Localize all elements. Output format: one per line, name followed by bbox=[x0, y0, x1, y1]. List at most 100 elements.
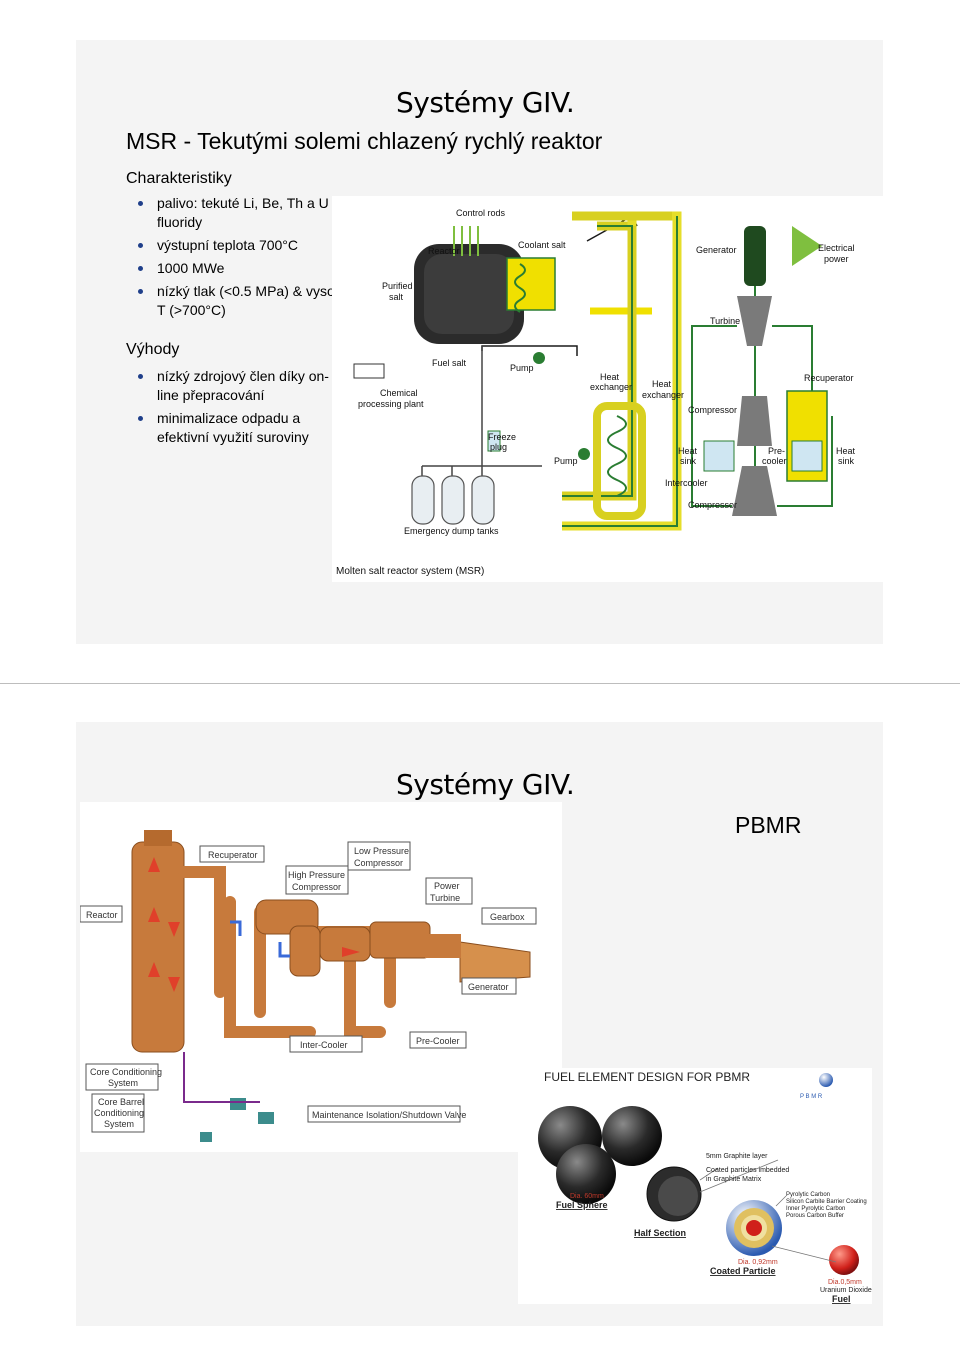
label-heat-sink-right-a: Heat bbox=[836, 446, 856, 456]
label-control-rods: Control rods bbox=[456, 208, 506, 218]
label-reactor: Reactor bbox=[86, 910, 118, 920]
advantages-list: nízký zdrojový člen díky on-line přeprac… bbox=[126, 367, 336, 451]
label-compressor: Compressor bbox=[354, 858, 403, 868]
list-item: minimalizace odpadu a efektivní využití … bbox=[126, 409, 336, 447]
slide1-subtitle: MSR - Tekutými solemi chlazený rychlý re… bbox=[126, 128, 603, 154]
slide2-subtitle: PBMR bbox=[735, 812, 802, 838]
label-heat-exchanger-2b: exchanger bbox=[642, 390, 684, 400]
label-fuel: Fuel bbox=[832, 1294, 851, 1304]
label-freeze: Freeze bbox=[488, 432, 516, 442]
label-coated-particles-2: in Graphite Matrix bbox=[706, 1176, 762, 1183]
label-pump-bottom: Pump bbox=[554, 456, 578, 466]
label-system-2: System bbox=[104, 1119, 134, 1129]
label-generator: Generator bbox=[696, 245, 737, 255]
label-heat-exchanger-1b: exchanger bbox=[590, 382, 632, 392]
label-dia-60: Dia. 60mm bbox=[570, 1193, 604, 1200]
label-recuperator: Recuperator bbox=[208, 850, 258, 860]
label-reactor: Reactor bbox=[428, 246, 460, 256]
emergency-tanks bbox=[411, 475, 495, 525]
label-heat-sink-left-b: sink bbox=[680, 456, 697, 466]
label-heat-sink-right-b: sink bbox=[838, 456, 855, 466]
fuel-element-svg: FUEL ELEMENT DESIGN FOR PBMR P B M R bbox=[538, 1070, 872, 1304]
label-heat-sink-left-a: Heat bbox=[678, 446, 698, 456]
characteristics-heading: Charakteristiky bbox=[126, 170, 232, 187]
label-chemical: Chemical bbox=[380, 388, 418, 398]
label-pump-top: Pump bbox=[510, 363, 534, 373]
label-high-pressure: High Pressure bbox=[288, 870, 345, 880]
label-salt: salt bbox=[389, 292, 404, 302]
compressor-body bbox=[732, 466, 777, 516]
pump-icon bbox=[533, 352, 545, 364]
label-silicon-carbide: Silicon Carbite Barrier Coating bbox=[786, 1199, 867, 1205]
label-processing-plant: processing plant bbox=[358, 399, 424, 409]
msr-system-diagram: Control rods Reactor Coolant salt Genera… bbox=[332, 196, 883, 582]
label-plug: plug bbox=[490, 442, 507, 452]
label-coated-particles-1: Coated particles imbedded bbox=[706, 1167, 789, 1174]
reactor-column bbox=[131, 841, 185, 1053]
fuel-sphere-icon bbox=[602, 1106, 662, 1166]
list-item: 1000 MWe bbox=[126, 259, 356, 278]
label-compressor-2: Compressor bbox=[292, 882, 341, 892]
label-fuel-sphere: Fuel Sphere bbox=[556, 1200, 608, 1210]
label-heat-exchanger-1a: Heat bbox=[600, 372, 620, 382]
power-turbine-body bbox=[369, 921, 431, 959]
label-core-barrel: Core Barrel bbox=[98, 1097, 144, 1107]
label-dia-092: Dia. 0,92mm bbox=[738, 1259, 778, 1266]
label-maintenance-valve: Maintenance Isolation/Shutdown Valve bbox=[312, 1110, 466, 1120]
fuel-header: FUEL ELEMENT DESIGN FOR PBMR bbox=[544, 1070, 750, 1084]
label-compressor-bottom: Compressor bbox=[688, 500, 737, 510]
label-porous-buffer: Porous Carbon Buffer bbox=[786, 1213, 844, 1219]
pbmr-plant-diagram: Recuperator Low Pressure Compressor High… bbox=[79, 802, 562, 1152]
label-core-conditioning: Core Conditioning bbox=[90, 1067, 162, 1077]
list-item: výstupní teplota 700°C bbox=[126, 236, 356, 255]
advantages-heading: Výhody bbox=[126, 341, 180, 358]
label-uranium-dioxide: Uranium Dioxide bbox=[820, 1287, 872, 1294]
label-pyrolytic: Pyrolytic Carbon bbox=[786, 1192, 830, 1198]
label-power: power bbox=[824, 254, 849, 264]
generator-body bbox=[459, 941, 531, 983]
label-conditioning: Conditioning bbox=[94, 1108, 144, 1118]
label-pre-cooler: Pre-Cooler bbox=[416, 1036, 460, 1046]
fuel-sphere-icon bbox=[556, 1144, 616, 1204]
label-compressor-top: Compressor bbox=[688, 405, 737, 415]
label-low-pressure: Low Pressure bbox=[354, 846, 409, 856]
label-half-section: Half Section bbox=[634, 1228, 686, 1238]
label-turbine: Turbine bbox=[710, 316, 740, 326]
label-heat-exchanger-2a: Heat bbox=[652, 379, 672, 389]
label-graphite-layer: 5mm Graphite layer bbox=[706, 1153, 768, 1160]
turbine-body bbox=[737, 296, 772, 346]
label-inner-pyrolytic: Inner Pyrolytic Carbon bbox=[786, 1206, 845, 1212]
label-generator: Generator bbox=[468, 982, 509, 992]
label-emergency-dump-tanks: Emergency dump tanks bbox=[404, 526, 499, 536]
list-item: nízký zdrojový člen díky on-line přeprac… bbox=[126, 367, 336, 405]
label-system: System bbox=[108, 1078, 138, 1088]
label-turbine: Turbine bbox=[430, 893, 460, 903]
label-dia-05: Dia.0,5mm bbox=[828, 1279, 862, 1286]
label-inter-cooler: Inter-Cooler bbox=[300, 1040, 348, 1050]
label-purified: Purified bbox=[382, 281, 413, 291]
slide-pbmr: Systémy GIV. PBMR bbox=[76, 722, 883, 1326]
slide1-title: Systémy GIV. bbox=[396, 86, 575, 119]
label-intercooler: Intercooler bbox=[665, 478, 708, 488]
page-divider bbox=[0, 683, 960, 684]
generator-body bbox=[744, 226, 766, 286]
uranium-kernel-icon bbox=[829, 1245, 859, 1275]
msr-caption: Molten salt reactor system (MSR) bbox=[336, 566, 484, 577]
msr-diagram-svg: Control rods Reactor Coolant salt Genera… bbox=[336, 208, 856, 577]
list-item: nízký tlak (<0.5 MPa) & vysoká T (>700°C… bbox=[126, 282, 356, 320]
label-precooler-b: cooler bbox=[762, 456, 787, 466]
label-recuperator: Recuperator bbox=[804, 373, 854, 383]
pbmr-fuel-element-diagram: FUEL ELEMENT DESIGN FOR PBMR P B M R bbox=[518, 1068, 872, 1304]
power-arrow bbox=[792, 226, 822, 266]
slide-msr: Systémy GIV. MSR - Tekutými solemi chlaz… bbox=[76, 40, 883, 644]
pbmr-plant-svg: Recuperator Low Pressure Compressor High… bbox=[79, 830, 537, 1142]
label-gearbox: Gearbox bbox=[490, 912, 525, 922]
label-precooler-a: Pre- bbox=[768, 446, 785, 456]
label-coolant-salt: Coolant salt bbox=[518, 240, 566, 250]
label-power: Power bbox=[434, 881, 460, 891]
pump-icon bbox=[578, 448, 590, 460]
slide2-title: Systémy GIV. bbox=[396, 768, 575, 801]
label-coated-particle: Coated Particle bbox=[710, 1266, 776, 1276]
pbmr-logo-icon bbox=[819, 1073, 833, 1087]
list-item: palivo: tekuté Li, Be, Th a U fluoridy bbox=[126, 194, 356, 232]
